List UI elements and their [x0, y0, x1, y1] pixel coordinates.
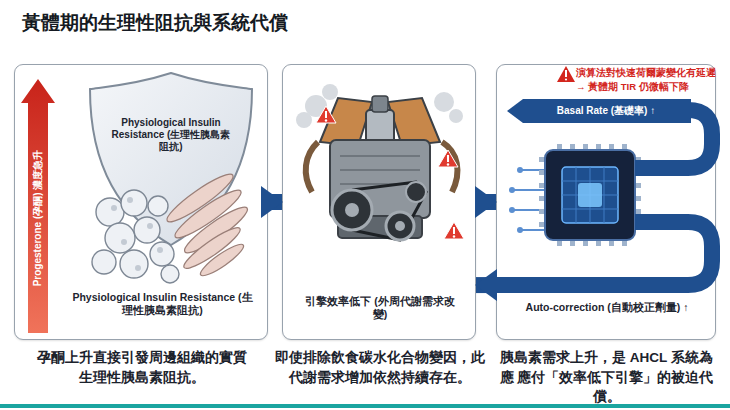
resistance-shield-shape [90, 73, 252, 245]
stage-panel: Auto-correction (自動校正劑量) ↑ Basal Rate (基礎… [496, 64, 716, 340]
panel-label: Auto-correction (自動校正劑量) ↑ [522, 301, 692, 314]
flow-arrow [476, 277, 496, 293]
stage-caption: 孕酮上升直接引發周邊組織的實質 生理性胰島素阻抗。 [34, 348, 249, 387]
warning-note: → 黃體期 TIR 仍微幅下降 [576, 81, 721, 92]
stage-caption: 胰島素需求上升，是 AHCL 系統為應 應付「效率低下引擎」的被迫代償。 [494, 348, 719, 407]
resistance-shield: Physiological Insulin Resistance (生理性胰島素… [87, 71, 255, 247]
flow-arrow [268, 194, 282, 210]
resistance-shield-outline [87, 71, 255, 247]
arrow-label: Progesterone (孕酮) 濃度急升 [28, 113, 48, 323]
basal-rate-band: Basal Rate (基礎率) ↑ [507, 99, 691, 123]
stage-panel: Physiological Insulin Resistance (生理性胰島素… [14, 64, 268, 340]
progesterone-arrow: Progesterone (孕酮) 濃度急升 [21, 79, 55, 333]
basal-rate-band-shape [507, 99, 691, 123]
footer-bar [0, 404, 730, 408]
stage-caption: 即使排除飲食碳水化合物變因，此 代謝需求增加依然持續存在。 [272, 348, 487, 387]
diagram-title: 黃體期的生理性阻抗與系統代償 [22, 10, 288, 36]
panel-label: Physiological Insulin Resistance (生理性胰島素… [70, 291, 255, 316]
band-label: Basal Rate (基礎率) ↑ [521, 99, 691, 123]
panel-label: 引擎效率低下 (外周代謝需求改變) [300, 295, 460, 320]
progesterone-arrow-shape [21, 79, 55, 333]
shield-label: Physiological Insulin Resistance (生理性胰島素… [109, 117, 233, 153]
stage-panel: 引擎效率低下 (外周代謝需求改變) [282, 64, 476, 340]
footer-bar [0, 404, 730, 408]
flow-arrow [476, 194, 496, 210]
warning-note: 演算法對快速荷爾蒙變化有延遲 [576, 67, 721, 78]
